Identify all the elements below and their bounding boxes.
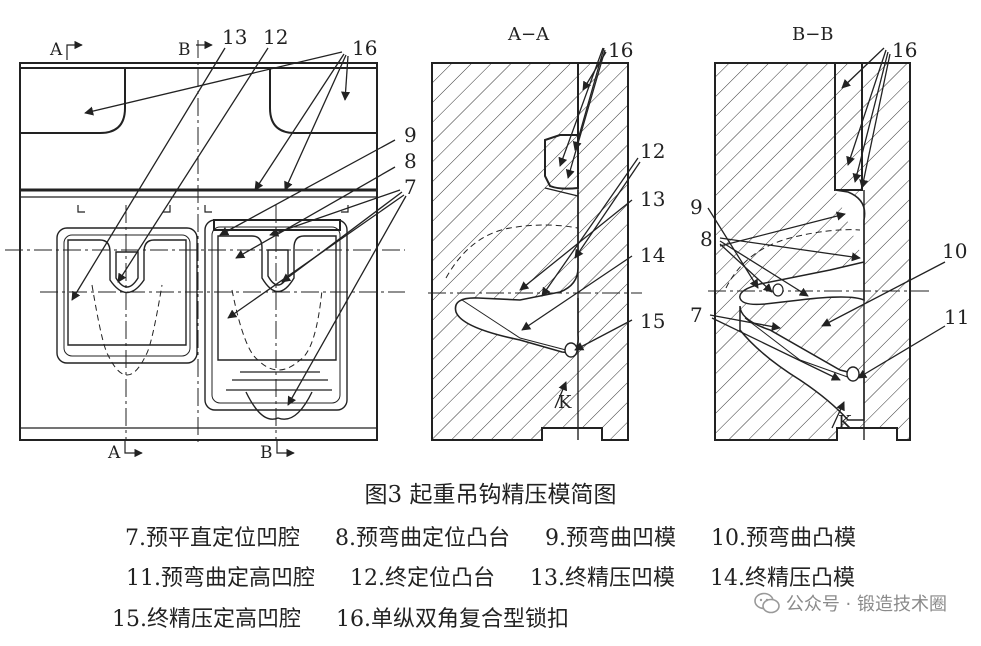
legend-item-7: 7.预平直定位凹腔 [125,526,300,551]
watermark: 公众号 · 锻造技术圈 [754,590,947,616]
callout-bb-11: 11 [944,305,969,329]
callout-aa-14: 14 [640,243,665,267]
callout-16: 16 [352,36,377,60]
legend-item-15: 15.终精压定高凹腔 [112,607,301,632]
callout-bb-16: 16 [892,38,917,62]
figure-caption: 图3 起重吊钩精压模简图 [364,482,617,508]
section-bb: B−B 16 9 8 10 [690,24,969,441]
legend-item-13: 13.终精压凹模 [530,566,675,591]
label-bb: B−B [792,24,834,45]
mark-b-top: B [178,40,191,60]
die-diagram: A B A B 13 12 16 9 8 7 A−A [5,24,969,463]
mark-b-bottom: B [260,443,273,463]
legend-item-10: 10.预弯曲凸模 [711,526,856,551]
callout-bb-8: 8 [700,227,713,251]
callout-aa-16: 16 [608,38,633,62]
legend-row-2: 11.预弯曲定高凹腔 12.终定位凸台 13.终精压凹模 14.终精压凸模 [0,564,981,594]
callout-8: 8 [404,149,417,173]
callout-aa-15: 15 [640,309,665,333]
watermark-text: 公众号 · 锻造技术圈 [785,594,947,615]
callout-aa-k: K [558,392,572,413]
callout-aa-12: 12 [640,139,665,163]
legend-item-9: 9.预弯曲凹模 [545,526,676,551]
plan-leaders [71,47,407,406]
callout-aa-13: 13 [640,187,665,211]
plan-callouts: 13 12 16 9 8 7 [222,25,417,199]
plan-view [5,40,405,445]
wechat-icon [754,592,780,614]
callout-bb-7: 7 [690,303,703,327]
callout-13: 13 [222,25,247,49]
legend-row-1: 7.预平直定位凹腔 8.预弯曲定位凸台 9.预弯曲凹模 10.预弯曲凸模 [0,524,981,554]
legend-item-8: 8.预弯曲定位凸台 [335,526,510,551]
callout-bb-k: K [838,412,852,433]
label-aa: A−A [507,24,550,45]
callout-bb-10: 10 [942,239,967,263]
legend-item-16: 16.单纵双角复合型锁扣 [336,607,569,632]
callout-bb-9: 9 [690,195,703,219]
section-markers: A B A B [49,40,295,463]
legend-item-14: 14.终精压凸模 [710,566,855,591]
section-aa: A−A 16 12 13 14 15 K [428,24,665,441]
callout-9: 9 [404,123,417,147]
mark-a-top: A [49,40,63,60]
legend-row-3: 15.终精压定高凹腔 16.单纵双角复合型锁扣 [0,605,831,635]
callout-12: 12 [263,25,288,49]
callout-7: 7 [404,175,417,199]
legend-item-11: 11.预弯曲定高凹腔 [126,566,315,591]
legend-item-12: 12.终定位凸台 [350,566,495,591]
mark-a-bottom: A [107,443,121,463]
